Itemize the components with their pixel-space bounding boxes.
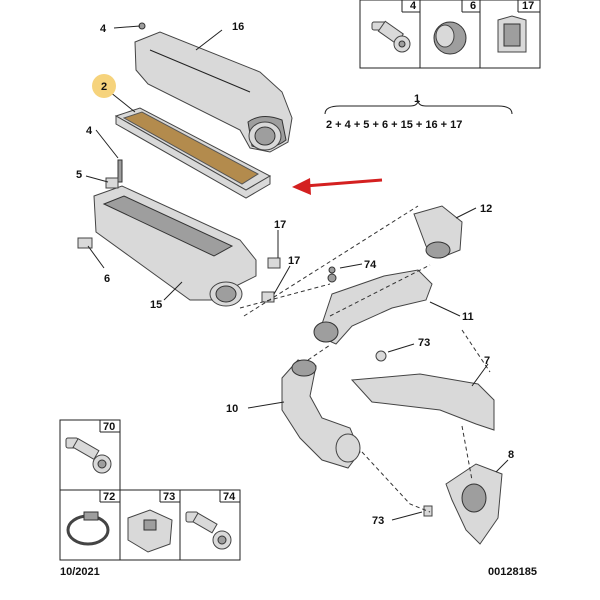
- part-labels: 2 4 4 5 6 15 16 17 17 74 12 11 73 7 10 8…: [76, 21, 514, 527]
- footer-ref: 00128185: [488, 566, 537, 578]
- top-box-label-4: 4: [410, 0, 417, 12]
- label-12: 12: [480, 203, 492, 215]
- leader-lines: [85, 25, 509, 521]
- label-1: 1: [414, 93, 420, 105]
- footer-date: 10/2021: [60, 566, 100, 578]
- label-10: 10: [226, 403, 238, 415]
- label-73-bottom: 73: [372, 515, 384, 527]
- label-16: 16: [232, 21, 244, 33]
- label-5: 5: [76, 169, 82, 181]
- label-7: 7: [484, 355, 490, 367]
- highlight-marker: [92, 74, 116, 98]
- label-17-b: 17: [288, 255, 300, 267]
- screw-74-icon: [185, 511, 232, 550]
- fasteners-airbox: [77, 22, 281, 303]
- top-box-label-17: 17: [522, 0, 534, 12]
- fasteners-right: [328, 266, 433, 517]
- box-label-72: 72: [103, 491, 115, 503]
- label-4-top: 4: [100, 23, 107, 35]
- grommet-icon: [433, 21, 467, 55]
- box-label-70: 70: [103, 421, 115, 433]
- top-box-label-6: 6: [470, 0, 476, 12]
- flange-bolt-icon: [65, 437, 112, 474]
- box-label-73: 73: [163, 491, 175, 503]
- sensor-elbow: [413, 205, 463, 259]
- label-2: 2: [101, 81, 107, 93]
- label-11: 11: [462, 311, 474, 323]
- label-8: 8: [508, 449, 514, 461]
- hose: [281, 359, 361, 469]
- kit-formula: 1 2 + 4 + 5 + 6 + 15 + 16 + 17: [324, 93, 513, 131]
- top-detail-boxes: 4 6 17: [359, 0, 541, 69]
- intake-duct: [313, 269, 433, 345]
- label-4-mid: 4: [86, 125, 93, 137]
- hose-clamp-icon: [66, 511, 110, 546]
- label-15: 15: [150, 299, 162, 311]
- clip-icon: [497, 15, 527, 53]
- screw-icon: [371, 20, 411, 53]
- bottom-detail-boxes: 70 72 73 74: [59, 419, 241, 561]
- bracket-8: [445, 463, 503, 545]
- airbox-cover: [134, 31, 293, 153]
- kit-formula-text: 2 + 4 + 5 + 6 + 15 + 16 + 17: [326, 119, 462, 131]
- box-label-74: 74: [223, 491, 236, 503]
- label-6: 6: [104, 273, 110, 285]
- red-arrow: [292, 178, 383, 195]
- label-74: 74: [364, 259, 377, 271]
- air-filter: [114, 107, 272, 199]
- label-17-a: 17: [274, 219, 286, 231]
- connection-lines: [239, 205, 491, 513]
- label-73-top: 73: [418, 337, 430, 349]
- duct-7: [350, 373, 495, 431]
- airbox-lower: [93, 185, 257, 307]
- clip-nut-icon: [127, 509, 173, 553]
